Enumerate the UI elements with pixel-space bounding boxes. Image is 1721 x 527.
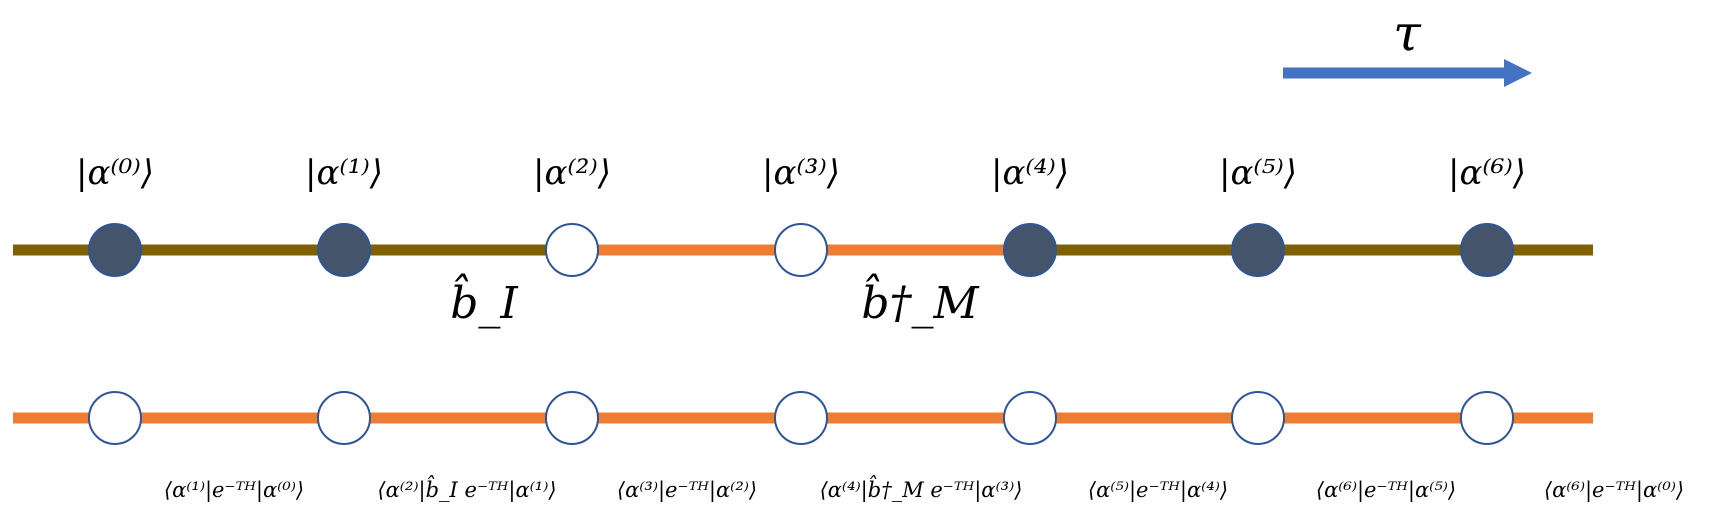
tau-arrow: τ (1283, 4, 1532, 87)
empty-node (88, 391, 142, 445)
matrix-element-label: ⟨α⁽²⁾|b̂_I e⁻ᵀᴴ|α⁽¹⁾⟩ (377, 475, 556, 503)
tau-label: τ (1393, 4, 1422, 62)
matrix-element-label: ⟨α⁽³⁾|e⁻ᵀᴴ|α⁽²⁾⟩ (617, 478, 757, 503)
matrix-element-label: ⟨α⁽⁶⁾|e⁻ᵀᴴ|α⁽⁰⁾⟩ (1544, 478, 1684, 503)
empty-node (774, 391, 828, 445)
occupied-node (317, 223, 371, 277)
ket-label: |α⁽⁰⁾⟩ (76, 153, 154, 193)
ket-label: |α⁽⁶⁾⟩ (1448, 153, 1526, 193)
tau-arrow-head (1504, 59, 1532, 87)
creation-operator-label: b̂†_M (861, 271, 979, 329)
matrix-element-label: ⟨α⁽¹⁾|e⁻ᵀᴴ|α⁽⁰⁾⟩ (164, 478, 304, 503)
ket-label: |α⁽⁴⁾⟩ (991, 153, 1069, 193)
occupied-node (1231, 223, 1285, 277)
empty-node (545, 391, 599, 445)
top-worldline-nodes (88, 223, 1514, 277)
empty-node (1460, 391, 1514, 445)
occupied-node (1460, 223, 1514, 277)
empty-node (1231, 391, 1285, 445)
empty-node (317, 391, 371, 445)
empty-node (545, 223, 599, 277)
ket-label: |α⁽⁵⁾⟩ (1219, 153, 1297, 193)
occupied-node (1003, 223, 1057, 277)
matrix-element-labels: ⟨α⁽¹⁾|e⁻ᵀᴴ|α⁽⁰⁾⟩ ⟨α⁽²⁾|b̂_I e⁻ᵀᴴ|α⁽¹⁾⟩ ⟨… (164, 475, 1684, 503)
matrix-element-label: ⟨α⁽⁵⁾|e⁻ᵀᴴ|α⁽⁴⁾⟩ (1088, 478, 1228, 503)
occupied-node (88, 223, 142, 277)
empty-node (774, 223, 828, 277)
ket-label: |α⁽²⁾⟩ (533, 153, 611, 193)
top-kets: |α⁽⁰⁾⟩ |α⁽¹⁾⟩ |α⁽²⁾⟩ |α⁽³⁾⟩ |α⁽⁴⁾⟩ |α⁽⁵⁾… (76, 153, 1526, 193)
matrix-element-label: ⟨α⁽⁴⁾|b̂†_M e⁻ᵀᴴ|α⁽³⁾⟩ (820, 475, 1023, 503)
ket-label: |α⁽¹⁾⟩ (305, 153, 383, 193)
ket-label: |α⁽³⁾⟩ (762, 153, 840, 193)
annihilation-operator-label: b̂_I (450, 271, 519, 329)
empty-node (1003, 391, 1057, 445)
matrix-element-label: ⟨α⁽⁶⁾|e⁻ᵀᴴ|α⁽⁵⁾⟩ (1316, 478, 1456, 503)
bottom-worldline-nodes (88, 391, 1514, 445)
